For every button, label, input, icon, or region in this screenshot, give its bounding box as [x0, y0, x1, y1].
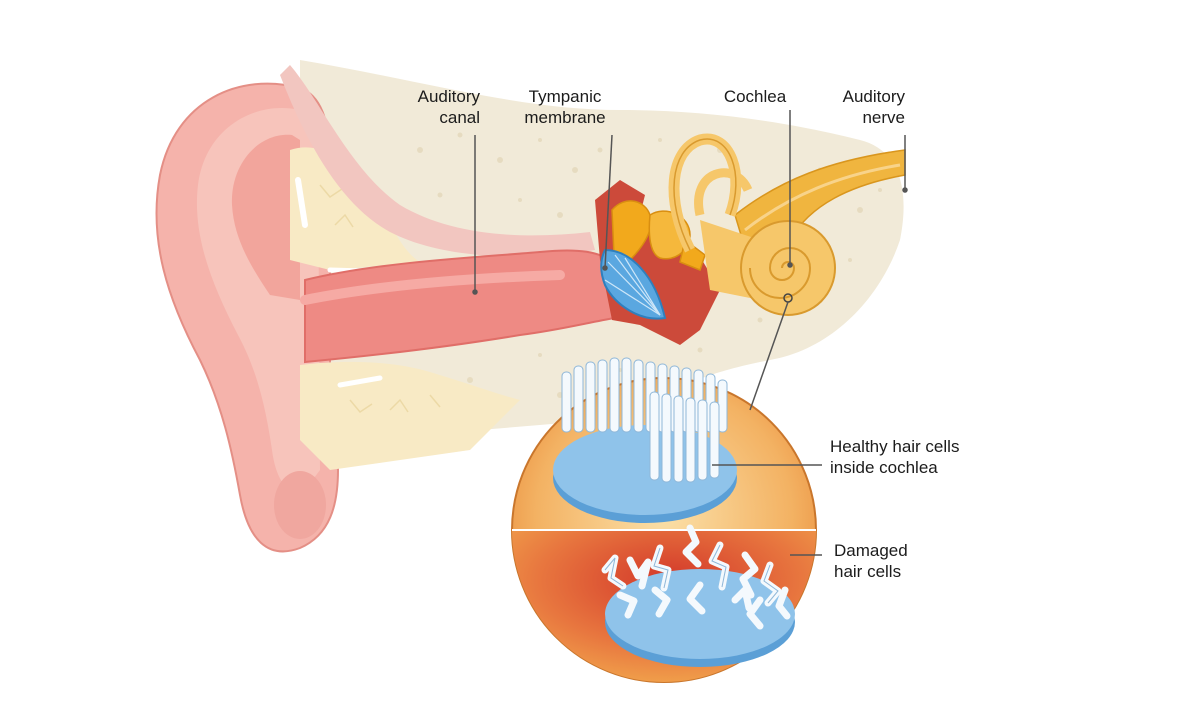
- label-line: Healthy hair cells: [830, 437, 960, 456]
- label-auditory-nerve: Auditory nerve: [805, 86, 905, 128]
- label-line: Auditory: [842, 87, 905, 106]
- label-line: Tympanic: [528, 87, 602, 106]
- skin-layer: [280, 65, 595, 257]
- label-cochlea: Cochlea: [705, 86, 805, 107]
- label-line: nerve: [862, 108, 905, 127]
- tympanic-membrane: [600, 248, 667, 320]
- label-line: canal: [439, 108, 480, 127]
- label-line: Damaged: [834, 541, 908, 560]
- damaged-hair-cells: [601, 524, 795, 667]
- label-auditory-canal: Auditory canal: [380, 86, 480, 128]
- cartilage: [290, 147, 520, 470]
- healthy-hair-cells: [553, 357, 737, 523]
- label-line: Cochlea: [723, 87, 787, 106]
- cochlea: [668, 133, 836, 316]
- magnified-hair-cells-view: [511, 357, 817, 683]
- label-line: Auditory: [417, 87, 480, 106]
- label-line: membrane: [524, 108, 606, 127]
- leader-lines: [472, 110, 908, 556]
- label-line: hair cells: [834, 562, 902, 581]
- label-damaged-hair-cells: Damaged hair cells: [834, 540, 974, 582]
- label-healthy-hair-cells: Healthy hair cells inside cochlea: [830, 436, 1020, 478]
- auditory-canal: [300, 249, 617, 364]
- label-tympanic-membrane: Tympanic membrane: [505, 86, 625, 128]
- label-line: inside cochlea: [830, 458, 938, 477]
